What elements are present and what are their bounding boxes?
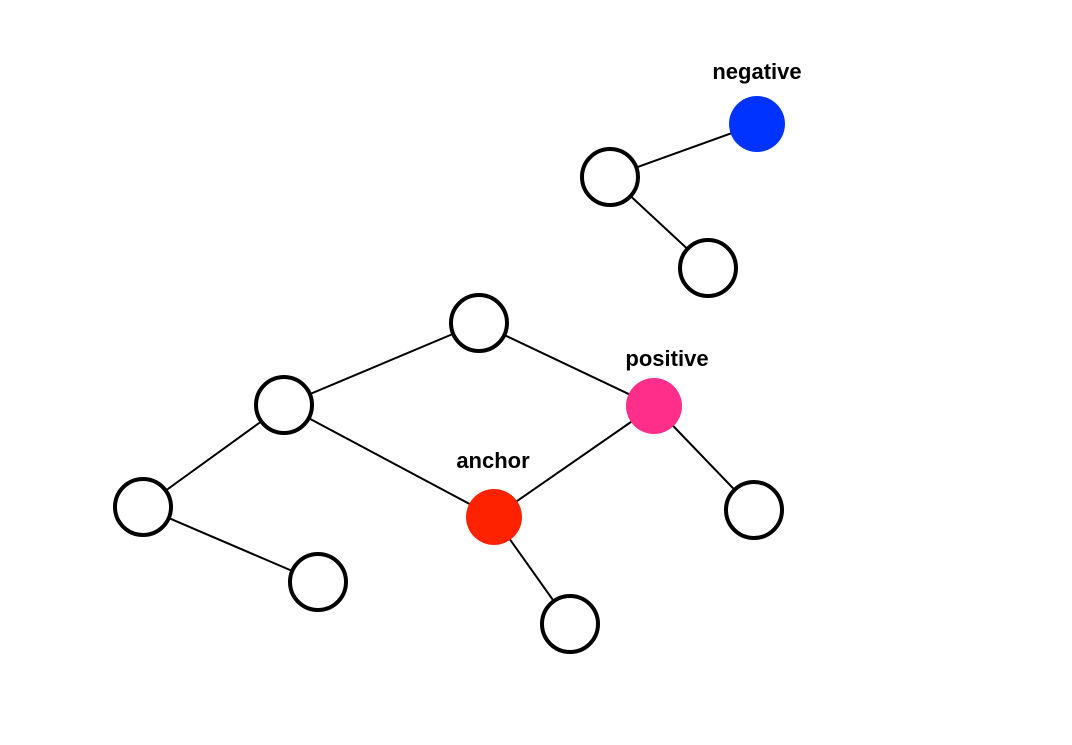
edge-top-node-to-positive	[478, 322, 655, 407]
edge-anchor-to-positive	[493, 405, 655, 518]
graph-node	[254, 375, 314, 435]
edge-far-left-node-to-bottom-left-node	[142, 506, 319, 583]
negative-label: negative	[712, 59, 801, 84]
graph-node	[449, 293, 509, 353]
anchor-node	[466, 489, 522, 545]
anchor-label: anchor	[456, 448, 530, 473]
negative-node	[729, 96, 785, 152]
graph-node	[678, 238, 738, 298]
graph-node	[580, 147, 640, 207]
edge-left-node-to-anchor	[283, 404, 495, 518]
graph-node	[113, 477, 173, 537]
positive-label: positive	[625, 346, 708, 371]
graph-node	[724, 480, 784, 540]
graph-node	[288, 552, 348, 612]
graph-node	[540, 594, 600, 654]
edge-top-node-to-left-node	[283, 322, 480, 406]
positive-node	[626, 378, 682, 434]
